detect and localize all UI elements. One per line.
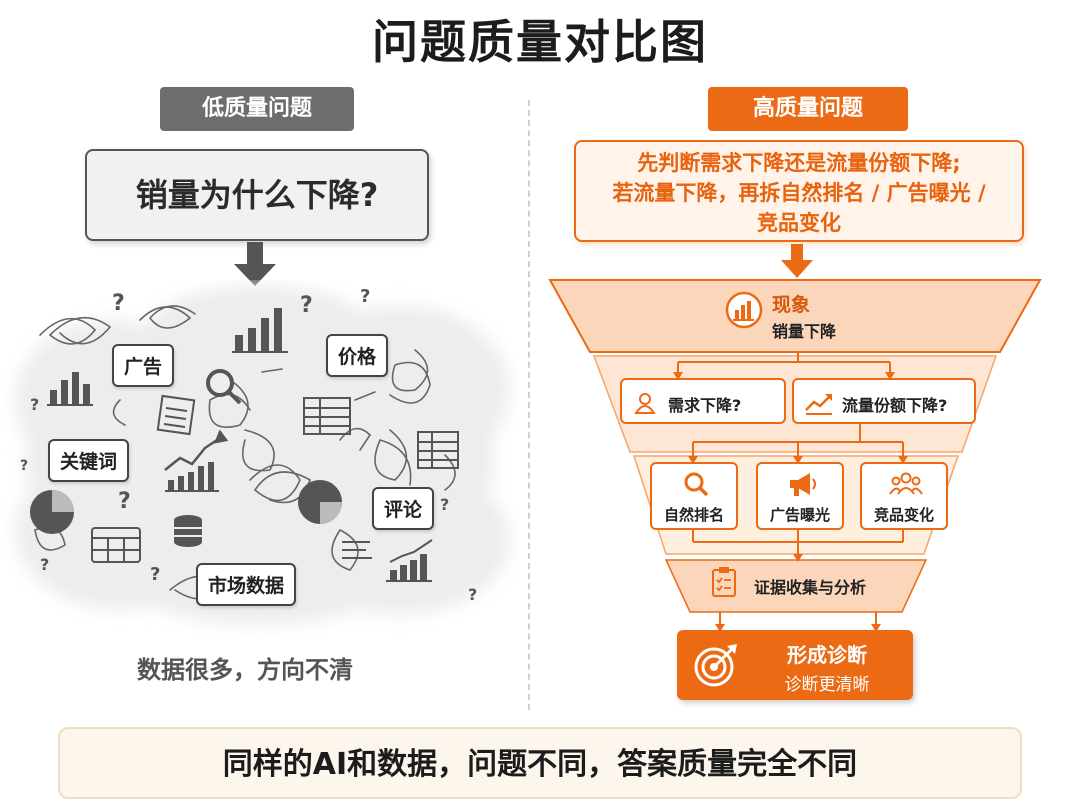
- branch-traffic-box: 流量份额下降?: [792, 378, 976, 424]
- high-quality-tag: 高质量问题: [708, 87, 908, 131]
- svg-text:?: ?: [40, 555, 49, 574]
- target-icon: [694, 644, 737, 687]
- question-line-1: 先判断需求下降还是流量份额下降;: [637, 151, 961, 175]
- page-title: 问题质量对比图: [372, 15, 708, 69]
- diagnosis-title: 形成诊断: [787, 643, 867, 667]
- low-quality-caption: 数据很多，方向不清: [137, 656, 353, 684]
- svg-text:?: ?: [118, 489, 131, 514]
- branch-demand-box: 需求下降?: [620, 378, 786, 424]
- megaphone-icon: [790, 473, 816, 496]
- cloud-label-review: 评论: [372, 487, 435, 530]
- chart-icon: [725, 291, 763, 329]
- svg-text:?: ?: [150, 564, 160, 585]
- phenomenon-title: 现象: [772, 294, 811, 316]
- svg-text:?: ?: [20, 458, 28, 474]
- svg-text:?: ?: [360, 286, 370, 307]
- high-quality-question: 先判断需求下降还是流量份额下降; 若流量下降，再拆自然排名 / 广告曝光 / 竞…: [574, 140, 1024, 242]
- table-icon: [91, 527, 141, 563]
- pie-icon: [30, 490, 74, 534]
- factor-organic-box: 自然排名: [650, 462, 738, 530]
- question-line-2: 若流量下降，再拆自然排名 / 广告曝光 /: [612, 181, 986, 205]
- group-icon: [889, 472, 923, 495]
- down-arrow-icon: [234, 242, 276, 286]
- branch-demand-label: 需求下降?: [668, 396, 742, 415]
- checklist-icon: [712, 567, 736, 597]
- diagnosis-box: 形成诊断 诊断更清晰: [677, 630, 913, 700]
- magnifier-icon: [206, 369, 242, 405]
- factor-ads-box: 广告曝光: [756, 462, 844, 530]
- center-divider: [528, 100, 530, 710]
- evidence-label: 证据收集与分析: [754, 578, 867, 597]
- cloud-label-market-data: 市场数据: [196, 563, 297, 606]
- question-line-3: 竞品变化: [757, 211, 841, 235]
- svg-text:?: ?: [440, 495, 449, 514]
- svg-text:?: ?: [30, 395, 39, 414]
- factor-ads-label: 广告曝光: [769, 506, 830, 524]
- svg-text:?: ?: [468, 585, 477, 604]
- conclusion-banner: 同样的AI和数据，问题不同，答案质量完全不同: [58, 727, 1022, 799]
- factor-organic-label: 自然排名: [663, 506, 724, 524]
- low-quality-question: 销量为什么下降?: [85, 149, 429, 241]
- low-quality-tag: 低质量问题: [160, 87, 354, 131]
- phenomenon-subtitle: 销量下降: [772, 322, 837, 341]
- search-icon: [684, 472, 709, 497]
- cloud-label-price: 价格: [326, 334, 389, 377]
- svg-text:?: ?: [112, 291, 125, 316]
- diagnosis-subtitle: 诊断更清晰: [784, 675, 870, 695]
- cloud-label-keyword: 关键词: [48, 439, 130, 482]
- branch-traffic-label: 流量份额下降?: [842, 396, 948, 415]
- trend-icon: [805, 394, 832, 415]
- factor-competitor-label: 竞品变化: [873, 506, 934, 524]
- svg-text:?: ?: [300, 293, 313, 318]
- down-arrow-icon: [781, 244, 813, 278]
- cloud-label-ad: 广告: [112, 344, 175, 387]
- person-icon: [634, 393, 656, 414]
- database-icon: [174, 515, 202, 547]
- factor-competitor-box: 竞品变化: [860, 462, 948, 530]
